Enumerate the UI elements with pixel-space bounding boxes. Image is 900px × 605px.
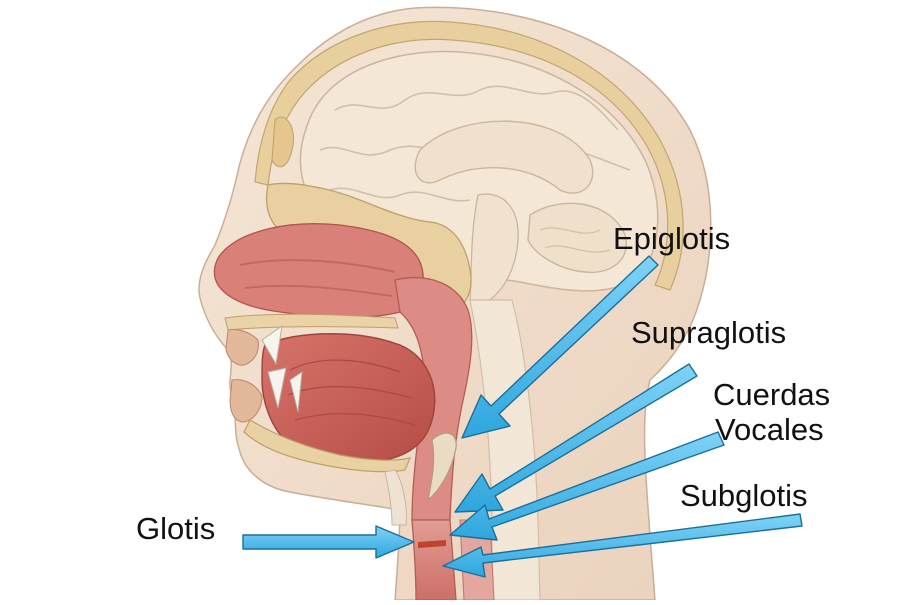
label-cuerdas-vocales: Cuerdas Vocales	[713, 377, 831, 447]
hard-palate	[224, 313, 399, 331]
arrow-epiglotis	[461, 255, 659, 439]
cerebellum	[527, 202, 627, 274]
label-epiglotis: Epiglotis	[613, 221, 731, 256]
arrow-glotis	[242, 525, 415, 559]
pointer-arrows	[242, 255, 803, 578]
arrow-cuerdas-vocales	[449, 431, 725, 541]
epiglottis	[427, 432, 457, 502]
upper-lip	[225, 329, 259, 366]
mandible	[243, 419, 411, 473]
upper-tooth	[261, 324, 283, 366]
brainstem	[469, 193, 519, 301]
label-supraglotis: Supraglotis	[631, 315, 787, 350]
vocal-cords	[418, 540, 446, 548]
thyroid-cartilage	[384, 469, 407, 526]
lower-lip	[229, 379, 263, 423]
label-glotis: Glotis	[136, 511, 216, 546]
label-subglotis: Subglotis	[680, 478, 808, 513]
lower-tooth	[267, 367, 287, 409]
corpus-callosum	[414, 120, 594, 194]
label-cuerdas-line1: Cuerdas	[713, 377, 831, 412]
trachea	[411, 519, 457, 601]
label-cuerdas-line2: Vocales	[715, 411, 824, 447]
arrow-subglotis	[442, 513, 803, 578]
